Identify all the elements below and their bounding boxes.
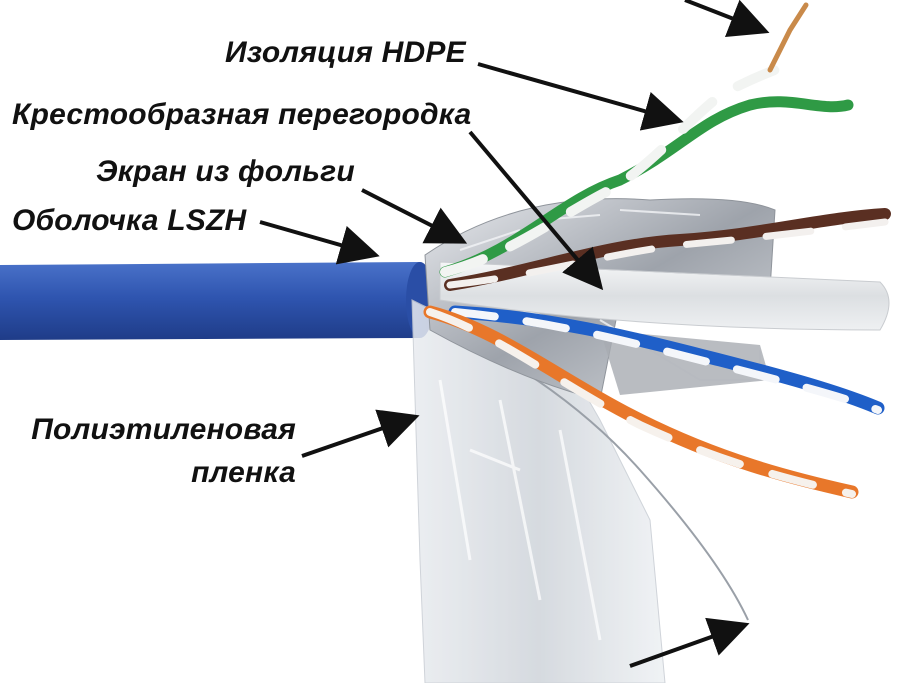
arrow-separator <box>468 130 604 291</box>
arrow-sheath <box>259 220 380 265</box>
arrow-foil <box>361 188 468 244</box>
label-polyethylene-film-line2: пленка <box>191 456 296 489</box>
label-foil-screen: Экран из фольги <box>96 155 355 188</box>
label-insulation-hdpe: Изоляция HDPE <box>225 36 466 69</box>
arrow-insulation <box>477 62 684 131</box>
brown-pair <box>444 208 891 291</box>
label-polyethylene-film-line1: Полиэтиленовая <box>31 413 296 446</box>
copper-conductor <box>767 2 809 73</box>
outer-sheath <box>0 262 434 340</box>
arrow-drain-wire <box>629 617 750 668</box>
pointer-arrows <box>259 0 770 668</box>
blue-pair <box>448 305 885 415</box>
green-pair <box>439 59 854 278</box>
label-cross-separator: Крестообразная перегородка <box>12 98 472 131</box>
label-lszh-sheath: Оболочка LSZH <box>12 204 247 237</box>
arrow-film <box>301 409 420 458</box>
orange-pair <box>423 305 859 499</box>
arrow-copper <box>684 0 770 38</box>
